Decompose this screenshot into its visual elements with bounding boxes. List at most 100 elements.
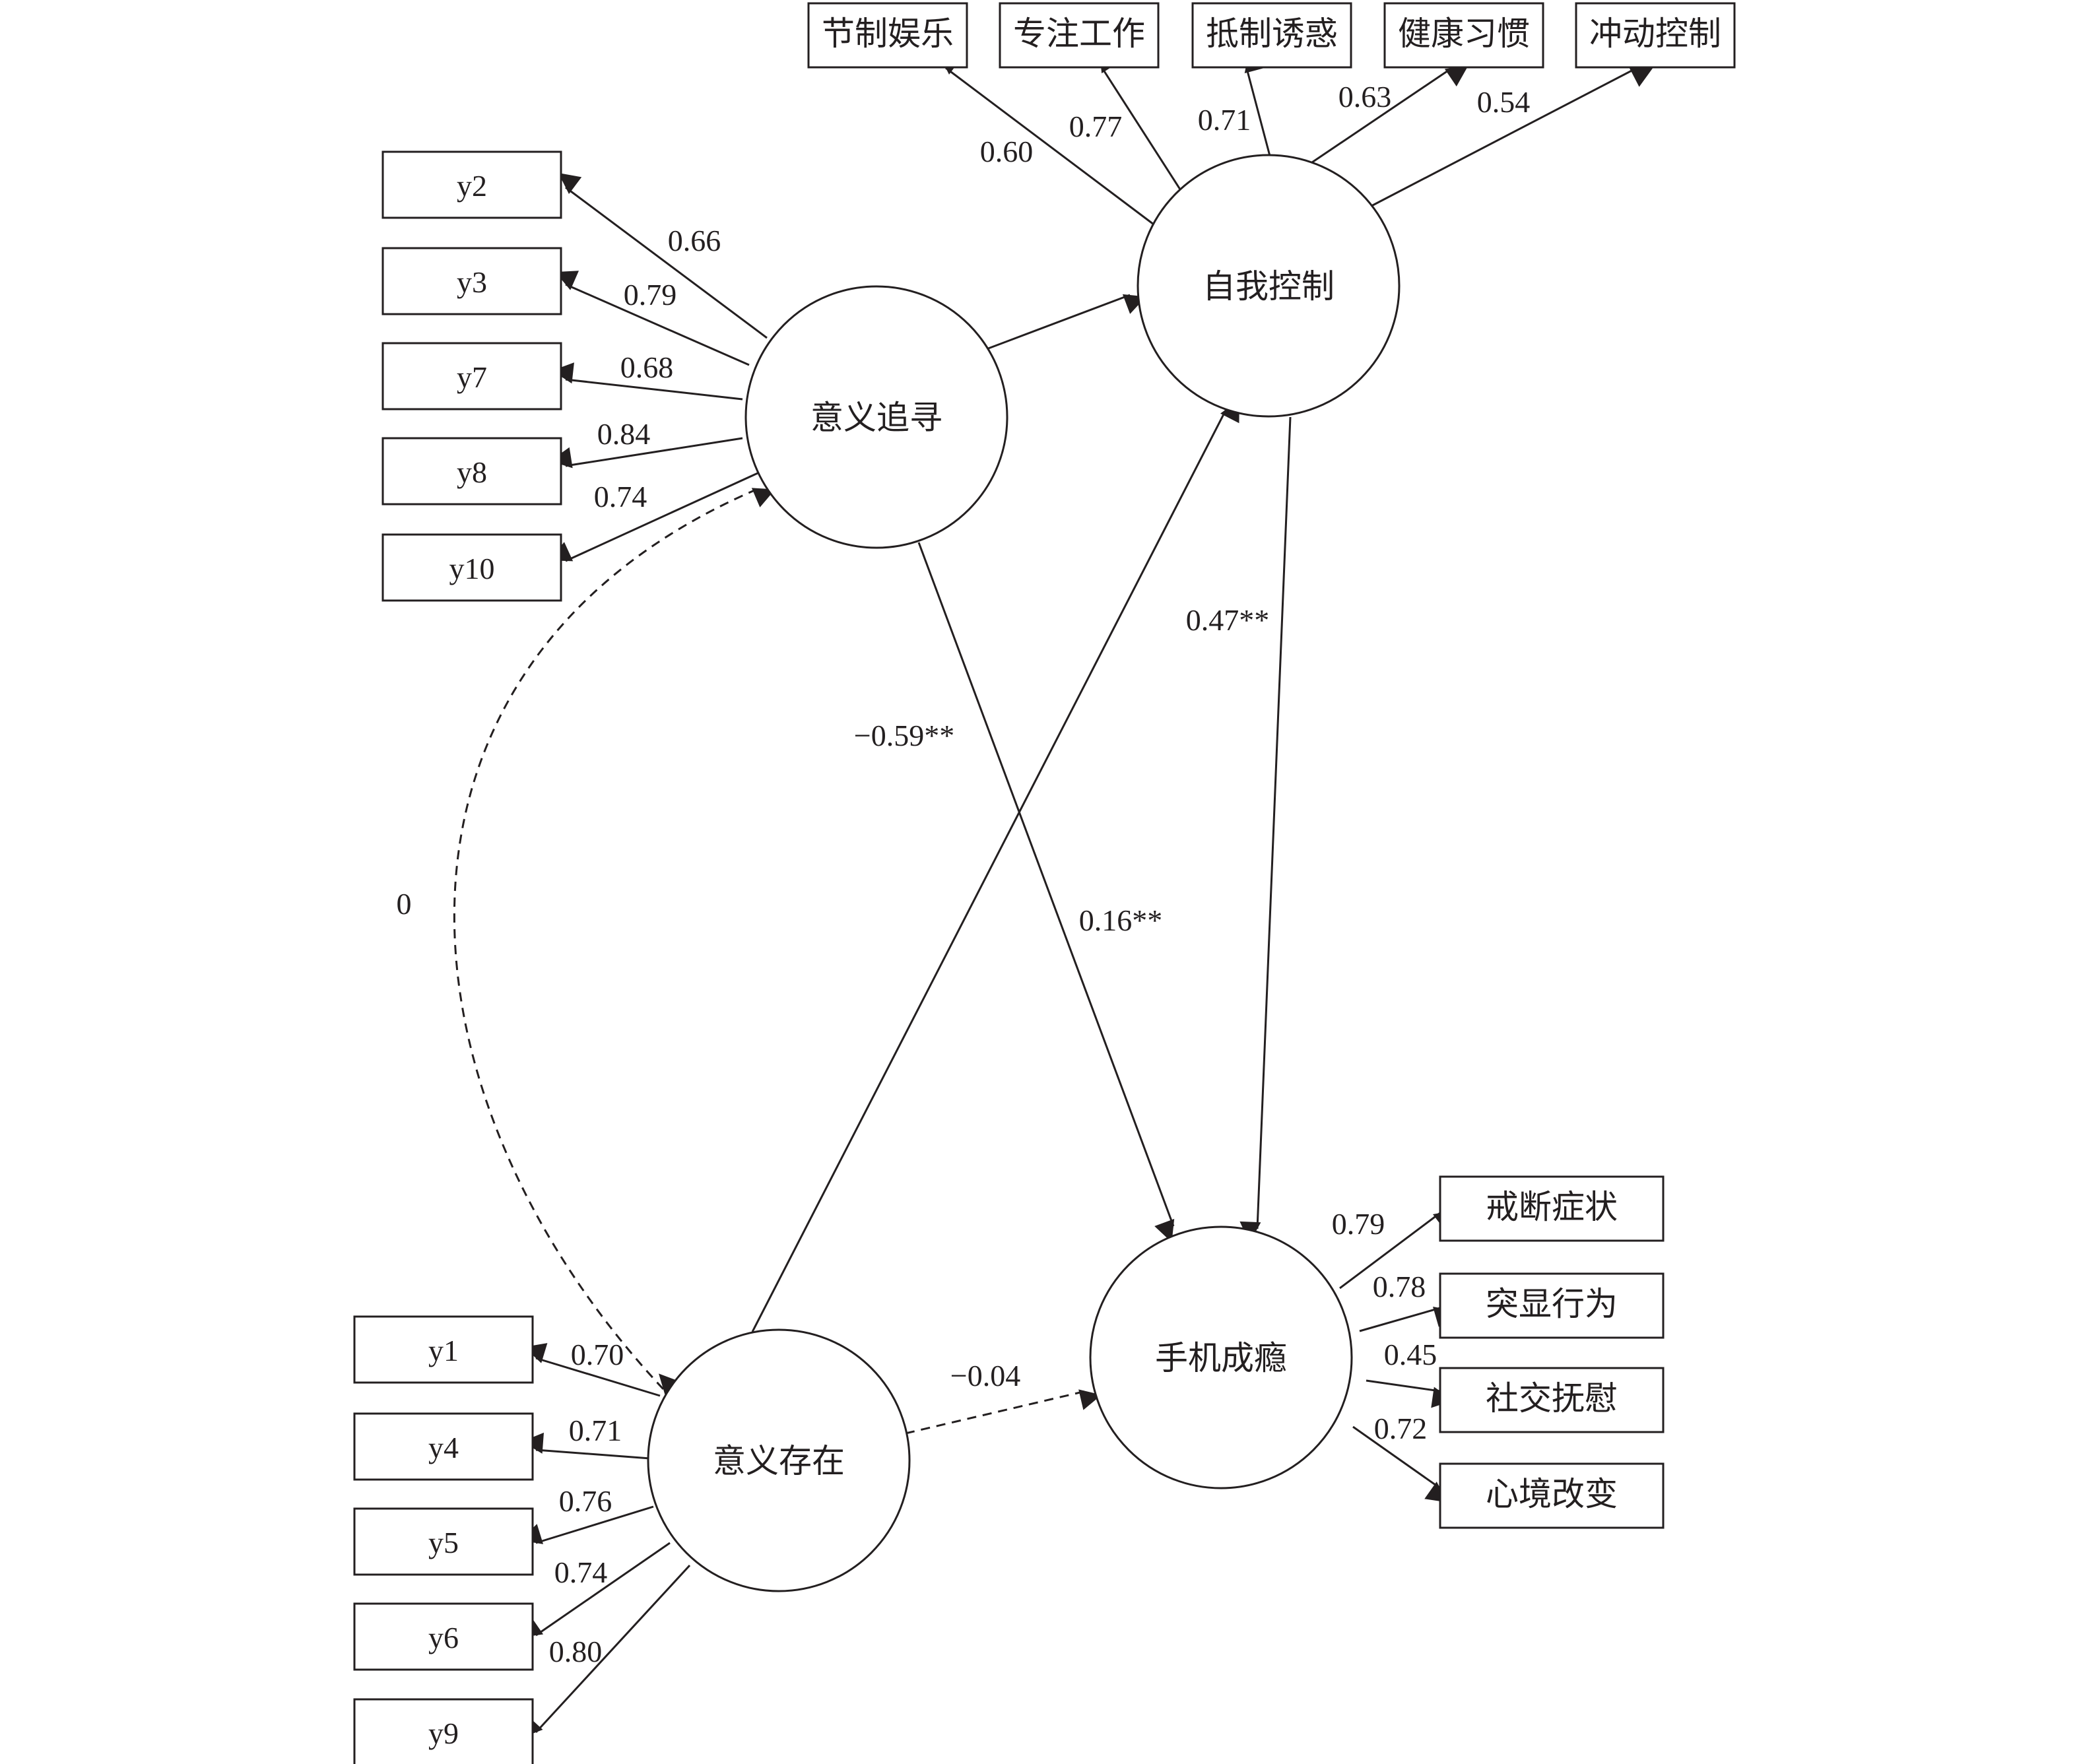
indicator-box-y6: [353, 1602, 534, 1671]
indicator-box-zhuanzhugongzuo: [999, 2, 1160, 69]
loading-value-y3: 0.79: [624, 278, 677, 311]
loading-line-y2: [558, 173, 768, 339]
loading-line-shejiaofuwei: [1366, 1379, 1454, 1408]
loading-line-y10: [549, 472, 758, 562]
indicator-label-y4: y4: [428, 1431, 459, 1464]
loading-line-chongdongkongzhi: [1371, 67, 1653, 207]
coef-search-to-selfcontrol: −0.59**: [854, 719, 954, 752]
search-indicators: y2 y3 y7 y8 y10 0.66 0.79 0.68 0.84 0.74: [381, 150, 768, 602]
loading-value-y2: 0.66: [668, 224, 721, 257]
indicator-box-jiezhiyule: [807, 2, 968, 69]
indicator-label-y2: y2: [457, 169, 487, 203]
loading-value-jiankangxiguan: 0.63: [1338, 80, 1392, 114]
indicator-label-y9: y9: [428, 1716, 459, 1750]
loading-line-y3: [555, 271, 750, 366]
latent-search-circle: [744, 285, 1008, 549]
indicator-box-y7: [381, 342, 562, 410]
indicator-box-xinjinggaibian: [1439, 1462, 1665, 1529]
loading-value-chongdongkongzhi: 0.54: [1477, 85, 1531, 119]
loading-value-xinjinggaibian: 0.72: [1374, 1412, 1428, 1445]
indicator-label-y5: y5: [428, 1526, 459, 1559]
indicator-box-y10: [381, 533, 562, 602]
path-coefficients: 0.47** −0.59** 0.16** −0.04 0: [397, 603, 1270, 1392]
path-selfcontrol-to-addiction: [1239, 416, 1292, 1243]
indicator-box-y2: [381, 150, 562, 219]
loading-value-shejiaofuwei: 0.45: [1384, 1338, 1437, 1371]
indicator-box-tuxianxingwei: [1439, 1272, 1665, 1339]
loading-line-tuxianxingwei: [1359, 1306, 1457, 1332]
indicator-label-tuxianxingwei: 突显行为: [1486, 1285, 1618, 1323]
coef-selfcontrol-to-addiction: 0.47**: [1186, 603, 1270, 637]
indicator-label-xinjinggaibian: 心境改变: [1486, 1475, 1618, 1513]
selfcontrol-indicators: 节制娱乐 专注工作 抵制诱惑 健康习惯 冲动控制 0.60 0.77 0.71 …: [807, 2, 1736, 228]
indicator-label-shejiaofuwei: 社交抚慰: [1486, 1379, 1618, 1418]
loading-line-xinjinggaibian: [1352, 1425, 1448, 1503]
loading-line-y9: [521, 1564, 691, 1738]
loading-value-y5: 0.76: [559, 1484, 612, 1518]
indicator-label-dizhiyouhuo: 抵制诱惑: [1206, 15, 1338, 53]
latent-addiction-label: 手机成瘾: [1155, 1339, 1287, 1377]
latent-presence-circle: [647, 1328, 911, 1592]
loading-line-dizhiyouhuo: [1244, 49, 1272, 159]
loading-value-y9: 0.80: [549, 1635, 603, 1668]
latent-selfcontrol-label: 自我控制: [1203, 267, 1335, 306]
indicator-label-y8: y8: [457, 455, 487, 489]
structural-paths: [453, 294, 1292, 1435]
loading-value-zhuanzhugongzuo: 0.77: [1069, 110, 1123, 143]
latent-search-label: 意义追寻: [810, 399, 942, 437]
loading-line-y4: [521, 1432, 651, 1460]
loading-value-dizhiyouhuo: 0.71: [1198, 103, 1251, 137]
path-presence-to-selfcontrol: [751, 399, 1239, 1332]
loading-line-y7: [552, 362, 743, 401]
coef-correlation: 0: [397, 887, 412, 921]
path-search-to-addiction: [917, 542, 1175, 1243]
loading-value-y4: 0.71: [569, 1414, 622, 1447]
latent-selfcontrol-circle: [1137, 154, 1401, 418]
loading-value-y6: 0.74: [554, 1555, 608, 1589]
path-presence-to-addiction: [905, 1389, 1102, 1435]
indicator-label-y3: y3: [457, 265, 487, 299]
indicator-label-chongdongkongzhi: 冲动控制: [1589, 15, 1721, 53]
loading-value-y7: 0.68: [620, 350, 674, 384]
loading-line-y6: [519, 1542, 671, 1638]
indicator-box-y4: [353, 1412, 534, 1481]
latent-presence-label: 意义存在: [713, 1442, 845, 1480]
indicator-label-jiezhiyule: 节制娱乐: [822, 15, 954, 53]
loading-line-zhuanzhugongzuo: [1099, 49, 1183, 192]
indicator-box-y5: [353, 1507, 534, 1576]
indicator-box-shejiaofuwei: [1439, 1367, 1665, 1433]
loading-value-y10: 0.74: [594, 480, 647, 513]
path-search-to-selfcontrol: [984, 294, 1146, 351]
indicator-label-y7: y7: [457, 360, 487, 394]
loading-line-y5: [519, 1505, 654, 1544]
indicator-label-jiankangxiguan: 健康习惯: [1398, 15, 1530, 53]
indicator-label-y6: y6: [428, 1621, 459, 1654]
loading-line-y1: [524, 1343, 661, 1397]
addiction-indicators: 戒断症状 突显行为 社交抚慰 心境改变 0.79 0.78 0.45 0.72: [1332, 1175, 1665, 1529]
indicator-box-chongdongkongzhi: [1575, 2, 1736, 69]
indicator-box-dizhiyouhuo: [1191, 2, 1352, 69]
presence-indicators: y1 y4 y5 y6 y9 0.70 0.71 0.76 0.74 0.80: [353, 1315, 691, 1764]
loading-line-y8: [550, 437, 743, 469]
loading-value-y1: 0.70: [571, 1338, 624, 1371]
indicator-box-y8: [381, 437, 562, 506]
coef-presence-to-addiction: −0.04: [950, 1359, 1020, 1392]
loading-value-tuxianxingwei: 0.78: [1373, 1270, 1426, 1303]
latent-addiction-circle: [1089, 1225, 1353, 1489]
indicator-label-y1: y1: [428, 1334, 459, 1367]
loading-value-jieduanzhengzhuang: 0.79: [1332, 1207, 1385, 1241]
correlation-search-presence: [453, 487, 776, 1396]
loading-line-jiankangxiguan: [1307, 65, 1468, 166]
indicator-label-zhuanzhugongzuo: 专注工作: [1013, 15, 1145, 53]
loading-value-jiezhiyule: 0.60: [980, 135, 1034, 168]
loading-value-y8: 0.84: [597, 417, 651, 451]
loading-line-jiezhiyule: [939, 53, 1157, 228]
indicator-box-y9: [353, 1698, 534, 1764]
indicator-label-y10: y10: [449, 552, 495, 585]
loading-line-jieduanzhengzhuang: [1339, 1210, 1457, 1290]
indicator-label-jieduanzhengzhuang: 戒断症状: [1486, 1188, 1618, 1226]
indicator-box-jieduanzhengzhuang: [1439, 1175, 1665, 1242]
indicator-box-jiankangxiguan: [1383, 2, 1544, 69]
indicator-box-y1: [353, 1315, 534, 1384]
